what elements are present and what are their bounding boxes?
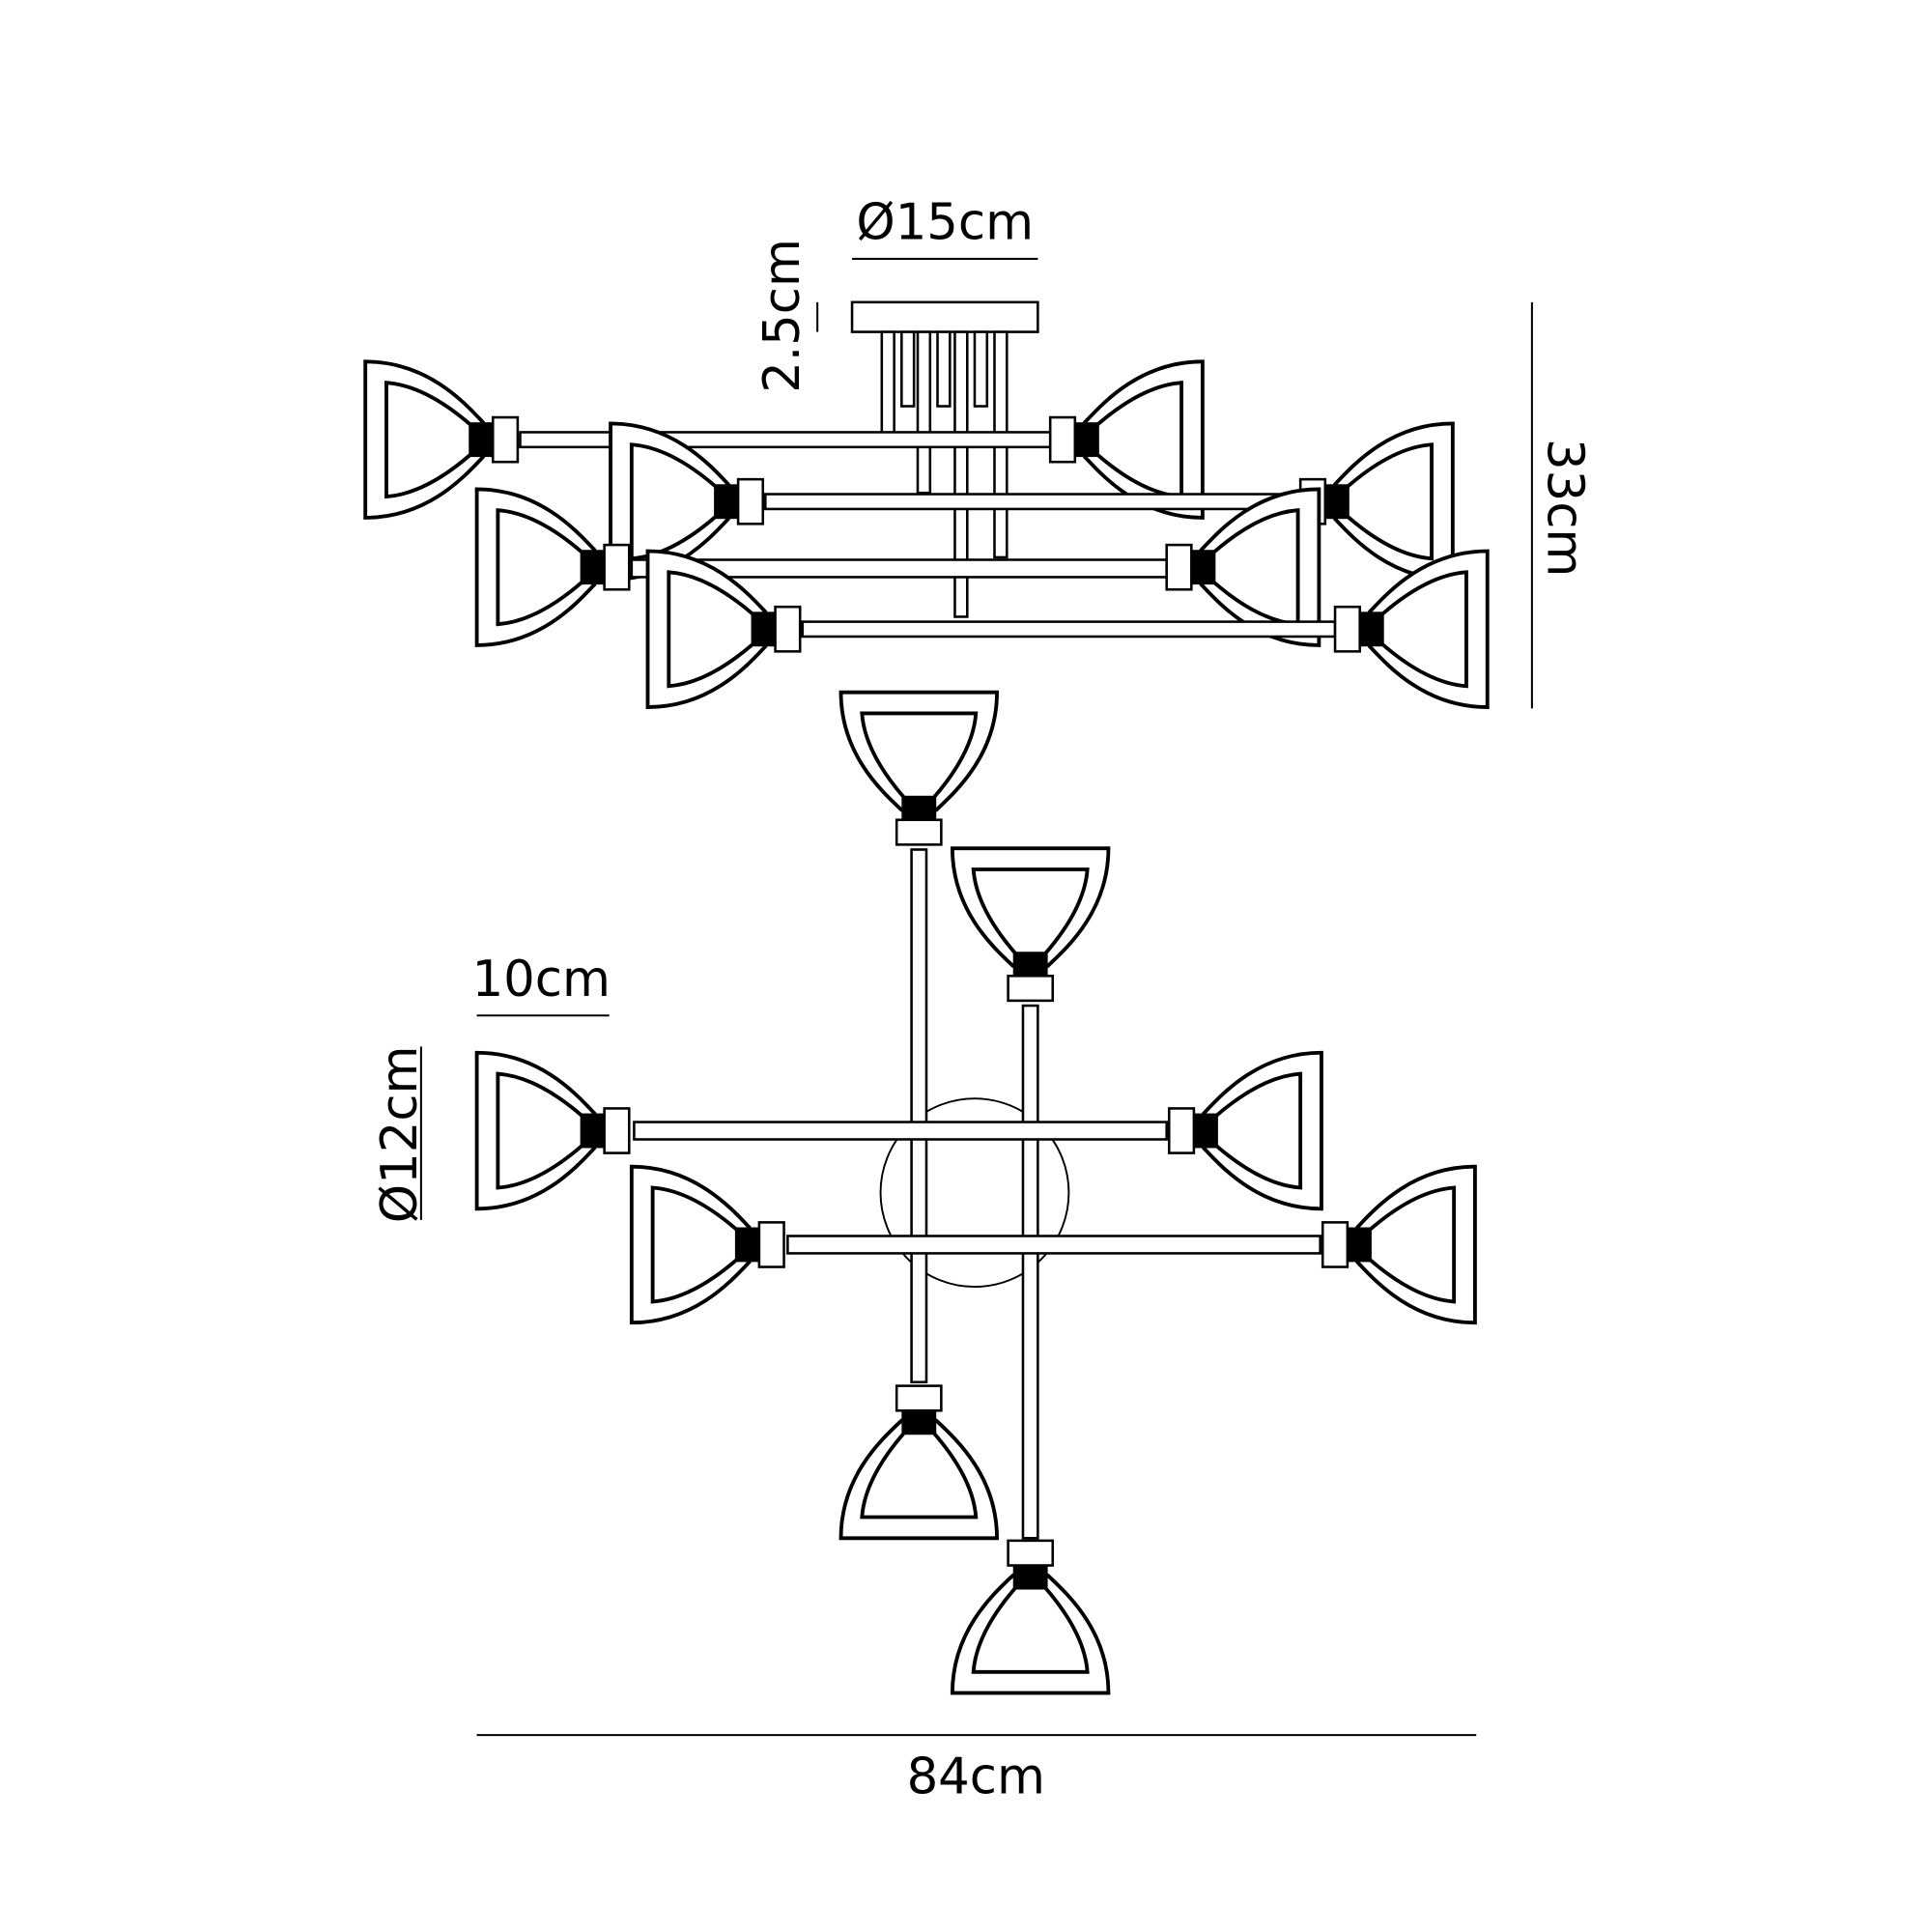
side-arm — [801, 620, 1337, 639]
dimension-label: Ø15cm — [856, 193, 1034, 251]
drop-rod — [900, 330, 916, 408]
dimension-label: Ø12cm — [371, 1045, 429, 1223]
plan-arm — [910, 848, 928, 1384]
dimension-canopy-height: 2.5cm — [753, 239, 819, 393]
side-view — [363, 300, 1490, 709]
dimension-shade-length: 10cm — [472, 951, 611, 1017]
dimension-overall-width: 84cm — [476, 1734, 1477, 1805]
dimension-shade-diameter: Ø12cm — [371, 1045, 429, 1223]
plan-shade — [1321, 1164, 1477, 1325]
dimension-label: 10cm — [472, 951, 611, 1009]
plan-shade — [950, 1538, 1111, 1695]
plan-shade — [1167, 1050, 1323, 1211]
plan-shade — [629, 1164, 786, 1325]
dimension-label: 84cm — [907, 1747, 1045, 1805]
dimension-overall-height: 33cm — [1530, 301, 1594, 709]
canopy — [850, 300, 1039, 333]
side-shade — [1298, 421, 1455, 582]
plan-shade — [838, 1383, 999, 1541]
drop-rod — [973, 330, 989, 408]
plan-arm — [633, 1121, 1168, 1141]
plan-arm — [786, 1235, 1321, 1255]
plan-arm — [1021, 1004, 1039, 1540]
side-shade — [474, 487, 632, 647]
dimension-label: 2.5cm — [753, 239, 811, 393]
drop-rod — [953, 330, 969, 618]
drop-rod — [936, 330, 952, 408]
side-shade — [1333, 549, 1490, 709]
dimension-canopy-diameter: Ø15cm — [852, 193, 1038, 260]
plan-shade — [838, 690, 999, 847]
plan-shade — [474, 1050, 632, 1211]
side-arm — [519, 431, 1057, 449]
plan-view — [474, 690, 1477, 1695]
drop-rod — [880, 330, 895, 438]
side-arm — [764, 493, 1299, 511]
plan-shade — [950, 846, 1111, 1003]
dimension-label: 33cm — [1536, 439, 1594, 577]
drop-rod — [916, 330, 932, 495]
